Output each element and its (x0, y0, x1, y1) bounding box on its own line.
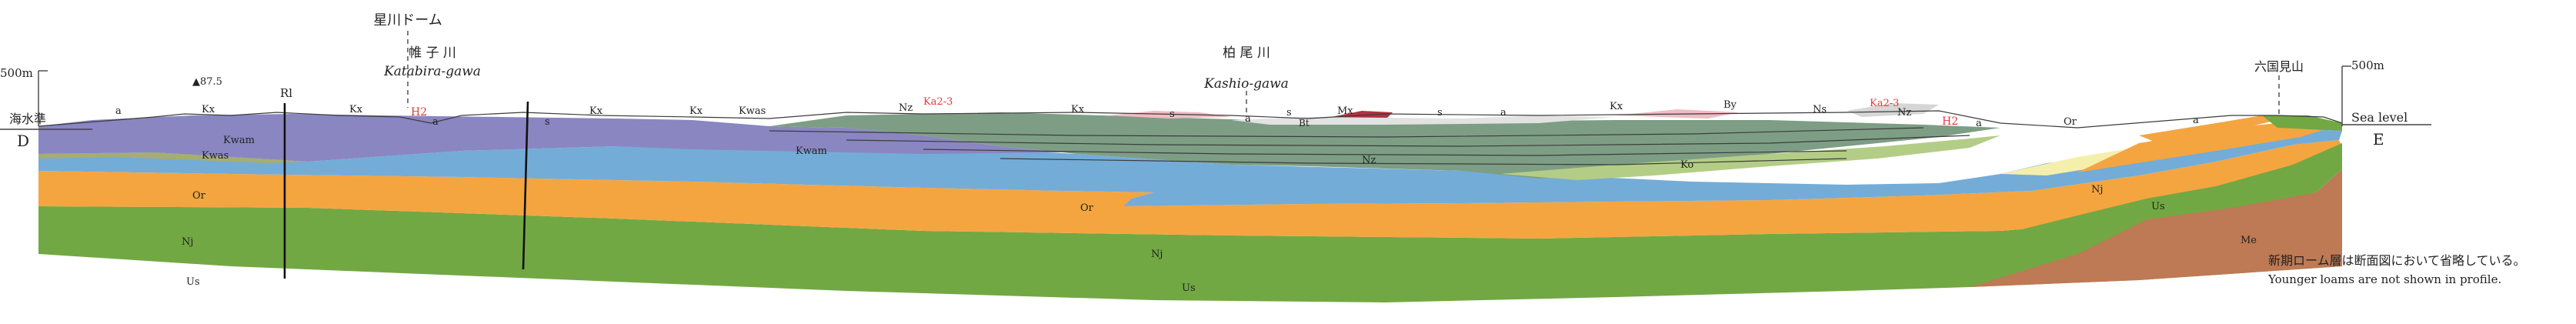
label-bt: Bt (1299, 118, 1310, 129)
label-kwam-1: Kwam (223, 135, 255, 146)
label-nz-2: Nz (1897, 107, 1911, 119)
label-a-5: a (1976, 118, 1982, 129)
label-s-1: s (545, 116, 550, 128)
left-sea-level-label: 海水準 (9, 112, 46, 126)
label-nj-2: Nj (1151, 249, 1163, 260)
label-or-1: Or (192, 190, 206, 202)
note-japanese: 新期ローム層は断面図において省略している。 (2268, 253, 2526, 268)
label-or-2: Or (1080, 202, 1094, 214)
label-a-3: a (1245, 113, 1251, 125)
label-h2-1: H2 (411, 106, 427, 119)
unit-us-east-layer (2016, 143, 2342, 254)
left-end-label: D (17, 132, 29, 150)
label-a-1: a (115, 105, 122, 117)
label-us-2: Us (1182, 282, 1196, 294)
unit-nj-layer (38, 140, 2342, 239)
kashio-en-label: Kashio-gawa (1203, 76, 1289, 92)
label-kwam-2: Kwam (796, 145, 827, 157)
bedding-line-3 (923, 149, 1847, 156)
kashio-jp-label: 柏 尾 川 (1223, 45, 1270, 61)
katabira-jp-label: 帷 子 川 (409, 45, 456, 61)
label-a-4: a (1500, 107, 1507, 119)
label-or-east: Or (2064, 116, 2077, 128)
surface-green-fill-e (2262, 115, 2342, 131)
label-kx-1: Kx (202, 104, 215, 115)
label-kwas-2: Kwas (202, 150, 229, 162)
unit-kwas-band (38, 152, 308, 163)
label-by: By (1723, 99, 1737, 111)
label-us-1: Us (186, 276, 200, 288)
label-kx-5: Kx (1071, 104, 1085, 115)
label-me: Me (2241, 235, 2257, 246)
right-scale-500m: 500m (2351, 58, 2384, 72)
label-us-east: Us (2151, 201, 2165, 212)
label-a-2: a (432, 116, 439, 128)
right-sea-level-label: Sea level (2351, 110, 2407, 125)
hoshikawa-dome-label: 星川ドーム (373, 12, 442, 28)
label-a-6: a (2193, 115, 2199, 126)
bedding-line-4 (999, 158, 1847, 165)
label-nz-1: Nz (899, 102, 913, 114)
label-kx-4: Kx (689, 105, 703, 117)
unit-or-layer (38, 128, 2342, 206)
label-nz-3: Nz (1362, 155, 1376, 166)
ground-surface (38, 110, 2343, 129)
surface-orange-ramp-e (2139, 115, 2277, 142)
left-scale-500m: 500m (0, 66, 33, 80)
label-ka23-2: Ka2-3 (1870, 98, 1899, 109)
label-h2-2: H2 (1942, 115, 1958, 128)
rokkokukenzan-label: 六国見山 (2254, 59, 2304, 74)
fault-line-center (522, 101, 529, 270)
label-ns: Ns (1813, 104, 1827, 115)
label-nj-east: Nj (2091, 184, 2103, 195)
unit-ko-layer (1500, 135, 2000, 180)
unit-nj-east-ramp (2077, 122, 2339, 172)
label-mx: Mx (1337, 105, 1353, 117)
bedding-line-2 (846, 135, 1970, 147)
right-end-label: E (2373, 130, 2384, 149)
unit-me-layer (1970, 169, 2342, 287)
label-kx-2: Kx (349, 104, 363, 115)
unit-us-layer (38, 192, 2342, 302)
label-kx-6: Kx (1610, 101, 1623, 112)
label-s-2: s (1170, 109, 1175, 120)
label-kwas-1: Kwas (739, 105, 766, 117)
label-nj-1: Nj (182, 236, 193, 248)
label-s-3: s (1286, 107, 1292, 119)
label-ko: Ko (1680, 159, 1693, 171)
note-english: Younger loams are not shown in profile. (2267, 272, 2501, 286)
label-ka23-1: Ka2-3 (923, 96, 953, 108)
unit-kwam-layer (38, 114, 1062, 162)
label-s-4: s (1437, 107, 1443, 119)
label-kx-3: Kx (589, 105, 603, 117)
bedding-line-1 (769, 127, 1924, 138)
rl-label: Rl (280, 86, 292, 100)
peak-elevation-label: ▲87.5 (192, 76, 222, 88)
surface-hatch-by (1847, 103, 1939, 117)
katabira-en-label: Katabira-gawa (383, 64, 481, 79)
